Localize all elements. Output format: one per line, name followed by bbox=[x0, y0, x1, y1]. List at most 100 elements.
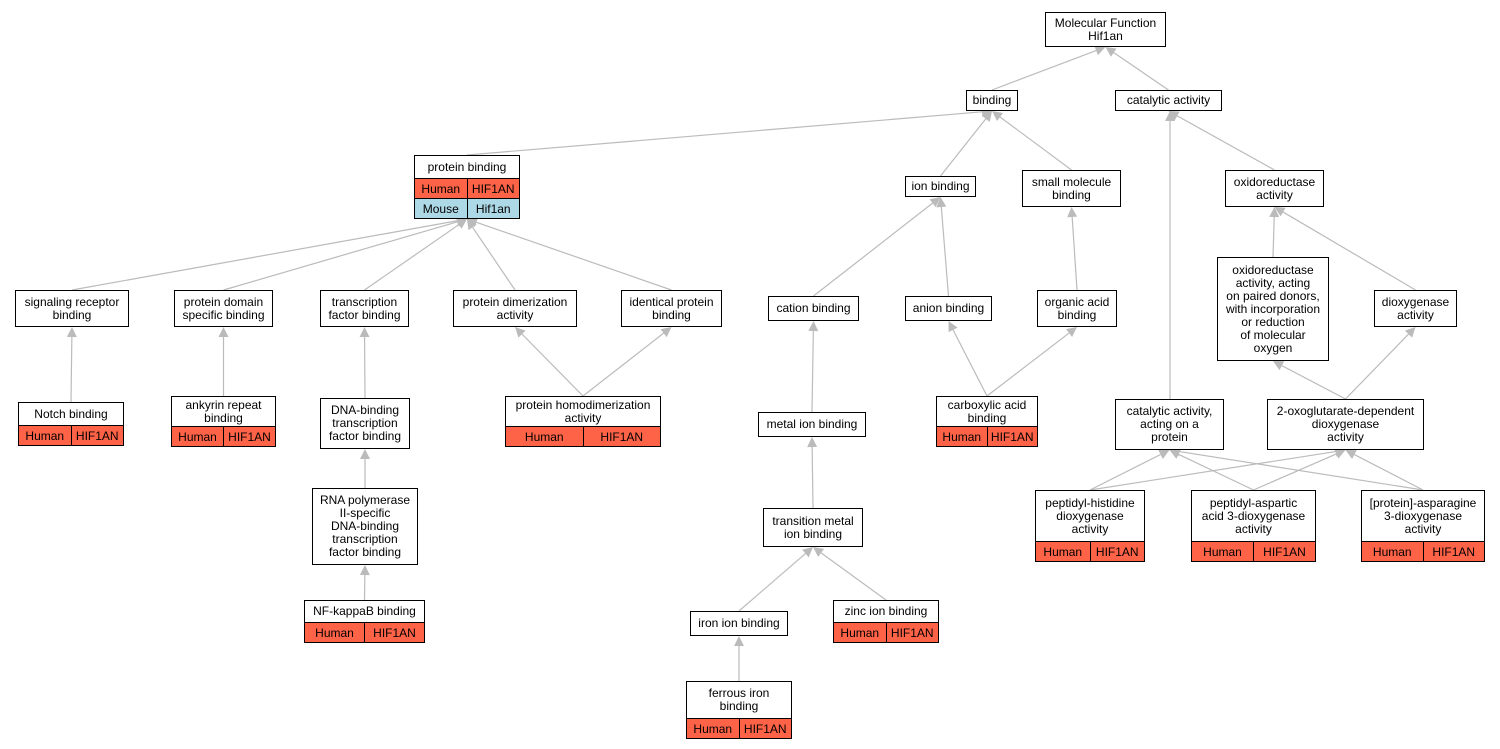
gene-label: HIF1AN bbox=[1253, 542, 1315, 561]
species-label: Human bbox=[178, 429, 217, 444]
arrowhead bbox=[467, 217, 479, 228]
arrowhead bbox=[813, 547, 825, 557]
arrowhead bbox=[1158, 450, 1170, 459]
edge-zinc_ion-to-transition bbox=[820, 552, 887, 601]
edge-peptidyl_asp-to-cat_protein bbox=[1178, 453, 1254, 491]
edge-binding-to-root bbox=[991, 49, 1097, 91]
node-identical[interactable]: identical protein binding bbox=[621, 290, 722, 327]
arrowhead bbox=[1269, 207, 1280, 218]
node-label: peptidyl-aspartic acid 3-dioxygenase act… bbox=[1201, 495, 1306, 536]
arrowhead bbox=[1066, 327, 1077, 338]
node-peptidyl-asp[interactable]: peptidyl-aspartic acid 3-dioxygenase act… bbox=[1191, 490, 1316, 562]
species-label: Human bbox=[421, 181, 461, 196]
edge-identical-to-protein_binding bbox=[476, 221, 672, 291]
node-label: RNA polymerase II-specific DNA-binding t… bbox=[319, 493, 411, 559]
species-label: Human bbox=[1043, 544, 1083, 559]
node-label: binding bbox=[972, 93, 1012, 107]
gene-label: HIF1AN bbox=[1422, 542, 1485, 561]
node-oxidoreductase[interactable]: oxidoreductase activity bbox=[1225, 170, 1324, 207]
node-label: catalytic activity, acting on a protein bbox=[1126, 404, 1213, 444]
node-label: transcription factor binding bbox=[328, 294, 401, 322]
edge-tf_binding-to-protein_binding bbox=[364, 224, 460, 291]
node-label: organic acid binding bbox=[1044, 294, 1110, 322]
node-protein-domain[interactable]: protein domain specific binding bbox=[174, 290, 273, 327]
node-metal-ion[interactable]: metal ion binding bbox=[758, 412, 866, 437]
gene-label: HIF1AN bbox=[1089, 542, 1145, 561]
node-label: protein binding bbox=[427, 159, 507, 174]
edge-signaling-to-protein_binding bbox=[71, 220, 458, 291]
arrowhead bbox=[359, 327, 370, 338]
node-transition[interactable]: transition metal ion binding bbox=[763, 508, 863, 547]
species-label: Human bbox=[1203, 544, 1242, 559]
node-label: NF-kappaB binding bbox=[313, 604, 416, 618]
node-dimerization[interactable]: protein dimerization activity bbox=[453, 290, 577, 327]
arrowhead bbox=[66, 327, 77, 338]
arrowhead bbox=[1165, 111, 1175, 121]
node-label: zinc ion binding bbox=[844, 604, 928, 618]
node-signaling[interactable]: signaling receptor binding bbox=[15, 290, 129, 327]
node-dna-tf[interactable]: DNA-binding transcription factor binding bbox=[320, 398, 410, 449]
edge-transition-to-metal_ion bbox=[811, 446, 814, 509]
edge-ion_binding-to-binding bbox=[940, 118, 987, 177]
species-label: Human bbox=[693, 721, 733, 736]
arrowhead bbox=[1345, 450, 1357, 460]
edge-homodimer-to-dimerization bbox=[521, 333, 584, 397]
node-binding[interactable]: binding bbox=[966, 90, 1018, 111]
node-label: DNA-binding transcription factor binding bbox=[328, 403, 402, 443]
node-protein-asn[interactable]: [protein]-asparagine 3-dioxygenase activ… bbox=[1361, 490, 1485, 562]
node-oxoglut[interactable]: 2-oxoglutarate-dependent dioxygenase act… bbox=[1267, 399, 1424, 450]
species-label: Human bbox=[315, 625, 354, 640]
node-dioxygenase[interactable]: dioxygenase activity bbox=[1374, 290, 1457, 327]
arrowhead bbox=[936, 197, 947, 208]
node-label: cation binding bbox=[776, 301, 851, 315]
node-iron-ion[interactable]: iron ion binding bbox=[690, 611, 788, 636]
arrowhead bbox=[807, 437, 818, 448]
node-cat-protein[interactable]: catalytic activity, acting on a protein bbox=[1115, 399, 1224, 450]
node-cation[interactable]: cation binding bbox=[768, 296, 859, 321]
gene-label: HIF1AN bbox=[885, 623, 939, 642]
edge-iron_ion-to-transition bbox=[738, 553, 806, 612]
gene-label: HIF1AN bbox=[738, 719, 792, 738]
node-tf-binding[interactable]: transcription factor binding bbox=[320, 290, 409, 327]
node-rnapol[interactable]: RNA polymerase II-specific DNA-binding t… bbox=[312, 488, 418, 565]
node-root[interactable]: Molecular Function Hif1an bbox=[1045, 12, 1166, 47]
node-ion-binding[interactable]: ion binding bbox=[905, 176, 976, 197]
human-annotation-row: Human HIF1AN bbox=[305, 622, 424, 642]
edge-dioxygenase-to-oxidoreductase bbox=[1282, 211, 1416, 291]
arrowhead bbox=[808, 321, 819, 332]
node-organic-acid[interactable]: organic acid binding bbox=[1037, 290, 1117, 327]
node-label: metal ion binding bbox=[766, 417, 858, 431]
gene-label: HIF1AN bbox=[364, 623, 424, 642]
gene-label: HIF1AN bbox=[582, 427, 661, 446]
edge-protein_asn-to-oxoglut bbox=[1354, 454, 1424, 491]
node-label: peptidyl-histidine dioxygenase activity bbox=[1045, 495, 1135, 536]
arrowhead bbox=[1168, 111, 1180, 121]
edge-peptidyl_his-to-cat_protein bbox=[1089, 453, 1161, 491]
node-oxido-paired[interactable]: oxidoreductase activity, acting on paire… bbox=[1217, 257, 1329, 361]
edge-peptidyl_asp-to-oxoglut bbox=[1253, 453, 1337, 491]
edge-protein_asn-to-cat_protein bbox=[1179, 450, 1424, 491]
human-annotation-row: Human HIF1AN bbox=[687, 718, 791, 738]
node-label: oxidoreductase activity, acting on paire… bbox=[1225, 262, 1321, 355]
edge-oxoglut-to-dioxygenase bbox=[1345, 333, 1409, 400]
node-catalytic[interactable]: catalytic activity bbox=[1115, 90, 1222, 111]
edge-catalytic-to-root bbox=[1113, 52, 1169, 91]
node-label: dioxygenase activity bbox=[1381, 294, 1450, 322]
node-anion[interactable]: anion binding bbox=[905, 296, 992, 321]
node-small-molecule[interactable]: small molecule binding bbox=[1022, 170, 1121, 207]
node-label: small molecule binding bbox=[1031, 174, 1112, 202]
node-label: protein domain specific binding bbox=[182, 294, 265, 322]
